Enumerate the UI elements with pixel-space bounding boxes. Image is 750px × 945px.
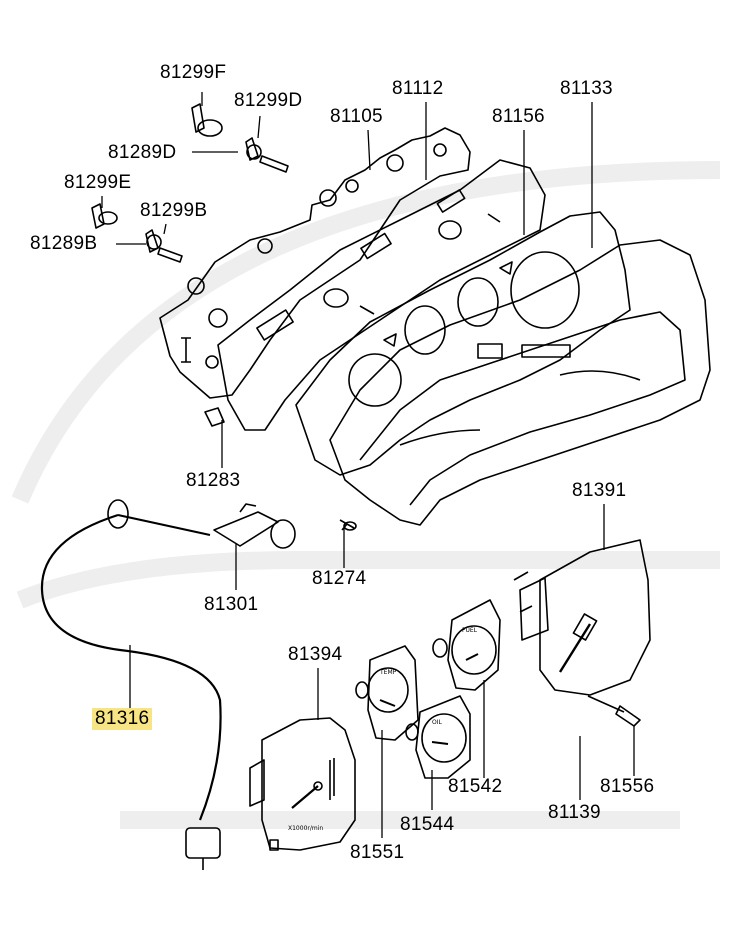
label-81133: 81133 — [560, 78, 613, 99]
label-81112: 81112 — [392, 78, 444, 99]
speedometer-81391 — [513, 539, 651, 696]
label-81391: 81391 — [572, 480, 627, 501]
cable-81316 — [40, 513, 222, 821]
label-81556: 81556 — [600, 776, 655, 797]
fuel-gauge-81542 — [432, 599, 501, 691]
socket-81299D — [245, 137, 289, 173]
label-81274: 81274 — [312, 568, 367, 589]
temp-gauge-text: TEMP — [379, 669, 397, 676]
label-81299B: 81299B — [140, 200, 208, 221]
clip-81283 — [204, 407, 225, 427]
panel-81105-outline — [159, 127, 471, 399]
fuel-gauge-text: FUEL — [462, 627, 478, 634]
label-81299E: 81299E — [64, 172, 132, 193]
label-81394: 81394 — [288, 644, 343, 665]
label-81544: 81544 — [400, 814, 455, 835]
bezel-81156-outline — [295, 211, 631, 476]
label-81316-highlighted: 81316 — [92, 708, 153, 730]
socket-81299B — [145, 229, 183, 263]
label-81289D: 81289D — [108, 142, 177, 163]
clip-81299F — [191, 103, 223, 137]
leader-lines — [101, 92, 635, 838]
oil-gauge-text: OIL — [432, 719, 442, 726]
shaft-81556 — [587, 695, 641, 727]
label-81299F: 81299F — [160, 62, 227, 83]
label-81139: 81139 — [548, 802, 601, 823]
sensor-81301 — [213, 503, 296, 549]
label-81551: 81551 — [350, 842, 405, 863]
oil-gauge-81544 — [405, 695, 471, 779]
tachometer-81394 — [249, 717, 356, 851]
label-81301: 81301 — [204, 594, 259, 615]
label-81105: 81105 — [330, 106, 383, 127]
label-81542: 81542 — [448, 776, 503, 797]
label-81156: 81156 — [492, 106, 545, 127]
frame-81112-outline — [217, 159, 546, 431]
label-81289B: 81289B — [30, 233, 98, 254]
label-81299D: 81299D — [234, 90, 303, 111]
tach-unit-text: X1000r/min — [288, 825, 323, 832]
clip-81299E — [91, 203, 118, 229]
label-81283: 81283 — [186, 470, 241, 491]
lens-81133-outline — [329, 239, 711, 526]
